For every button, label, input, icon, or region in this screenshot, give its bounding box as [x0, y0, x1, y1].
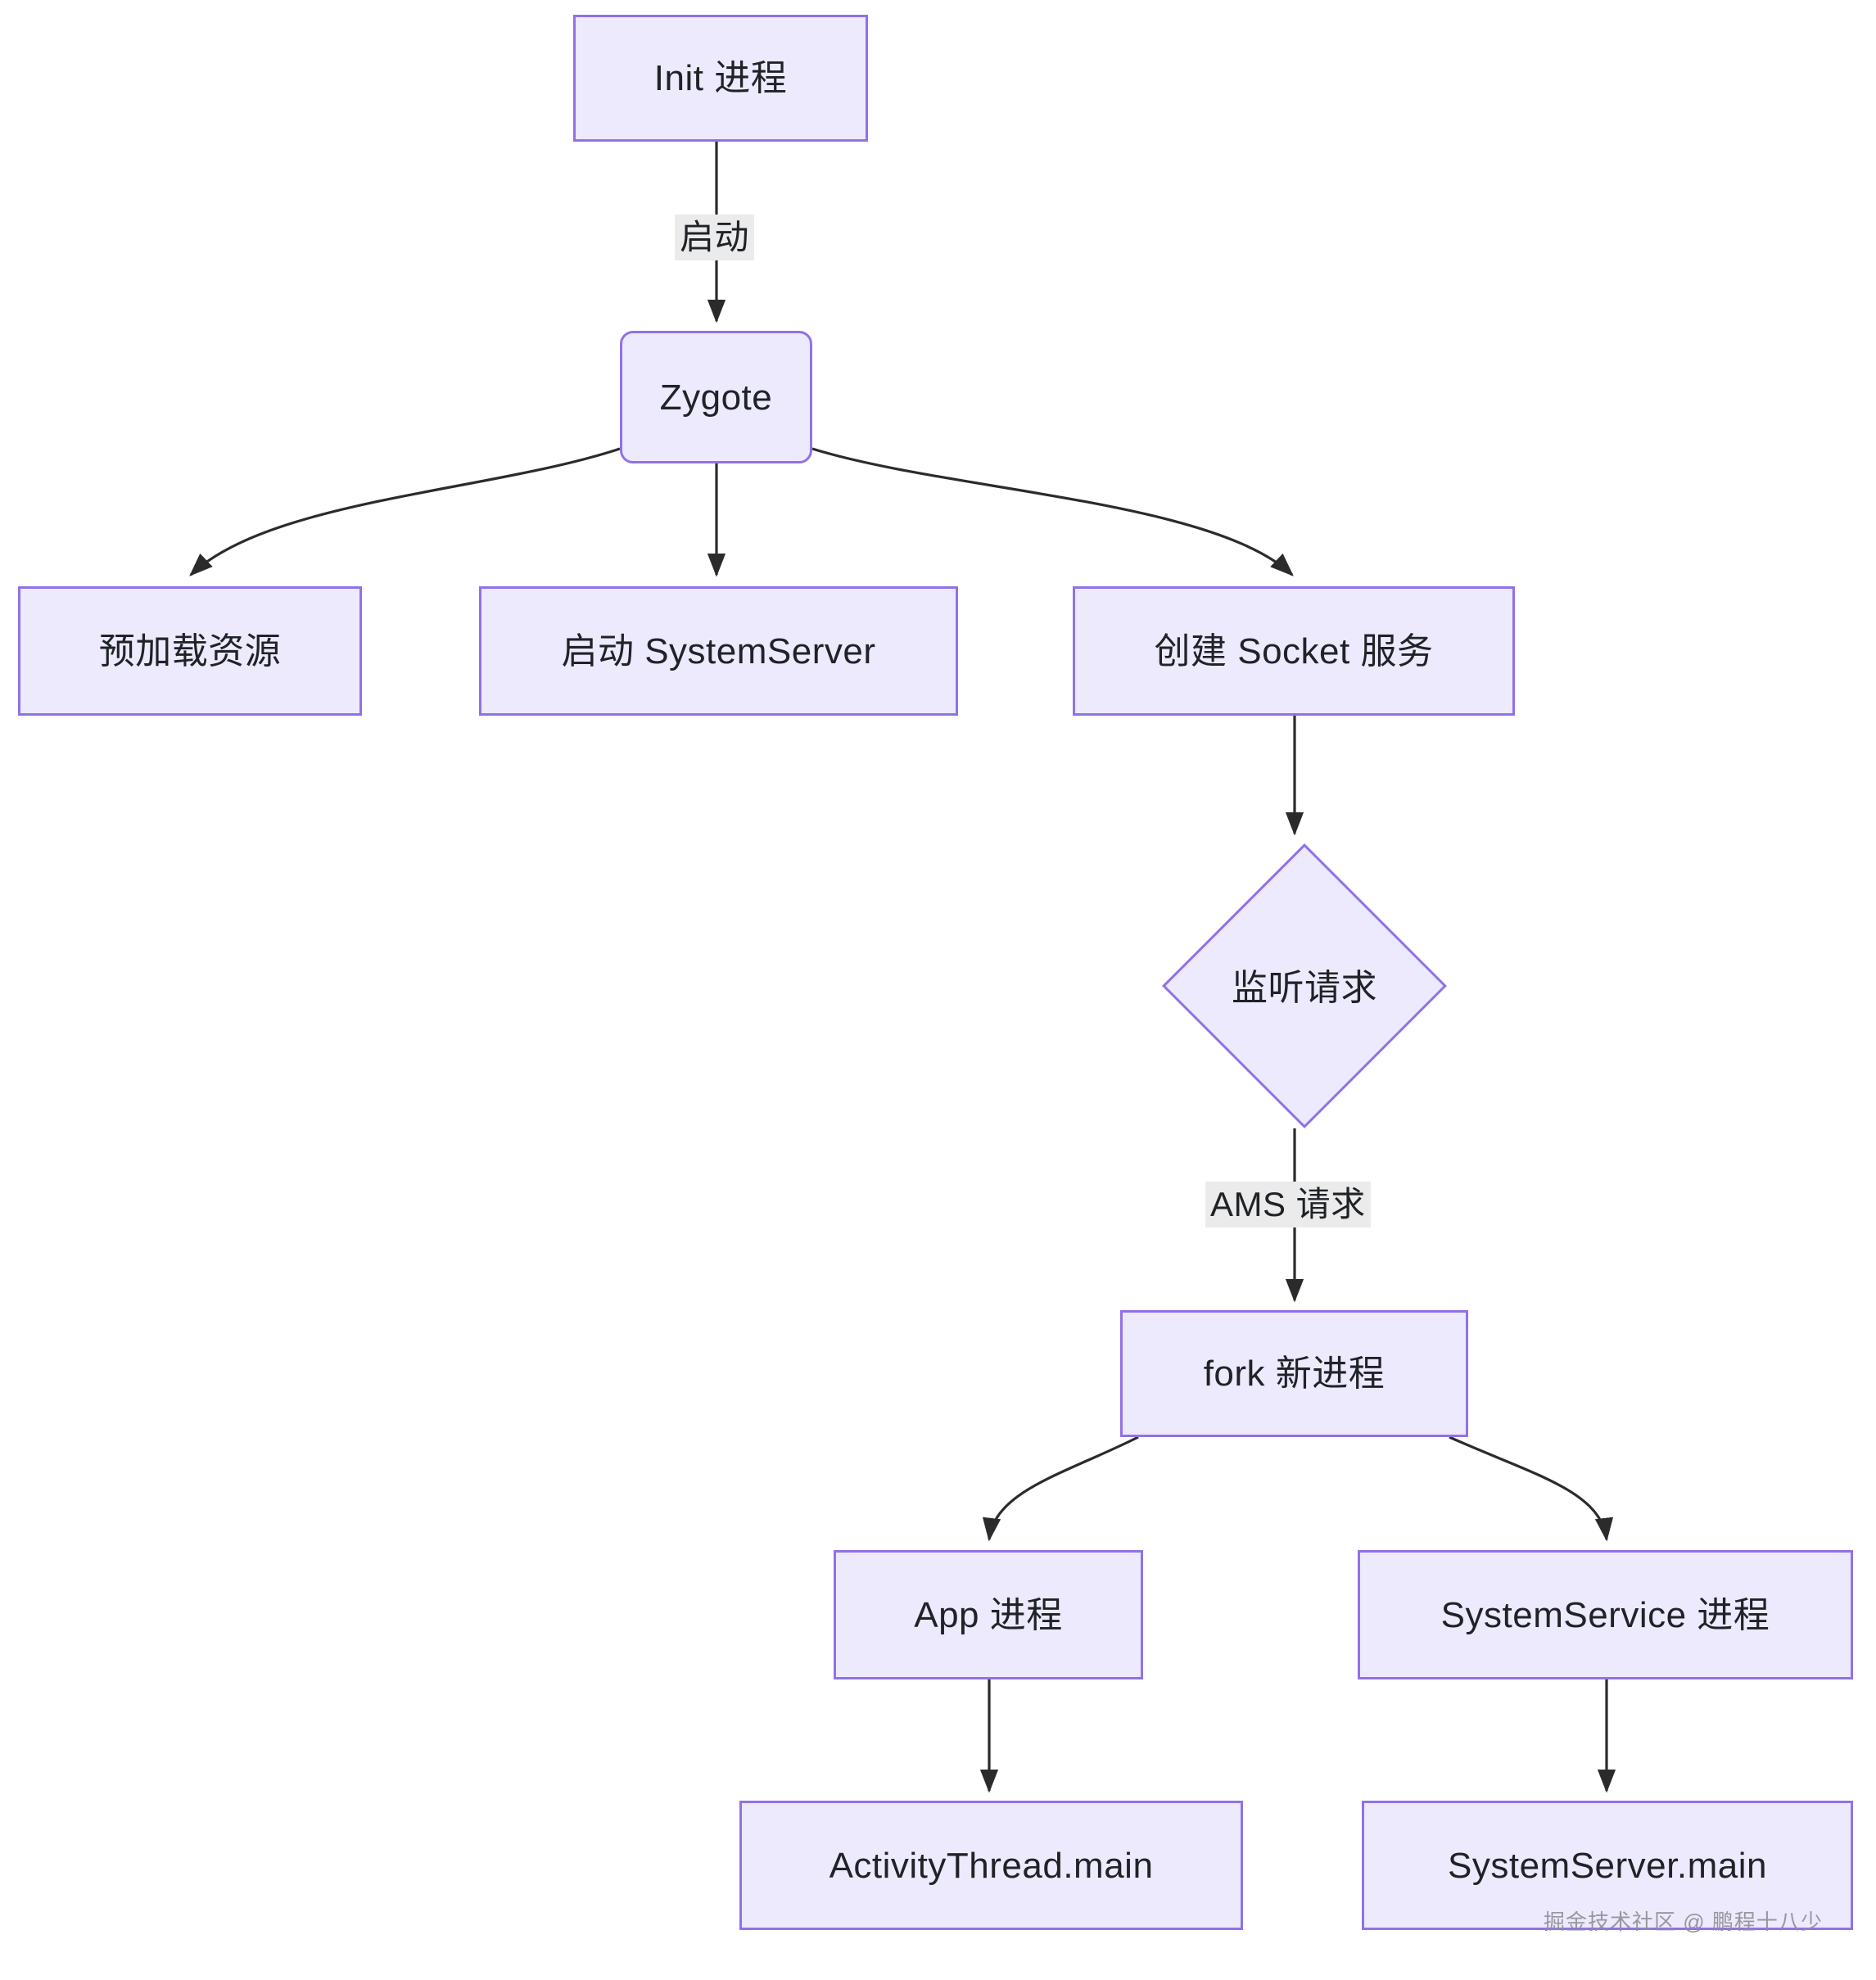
- node-label: SystemService 进程: [1440, 1594, 1770, 1635]
- node-systemserver-main[interactable]: SystemServer.main: [1362, 1801, 1853, 1930]
- watermark: 掘金技术社区 @ 鹏程十八少: [1544, 1905, 1823, 1936]
- node-start-systemserver[interactable]: 启动 SystemServer: [479, 586, 958, 716]
- edge-zygote-socket: [811, 447, 1294, 576]
- node-label: Init 进程: [653, 58, 788, 98]
- node-label: Zygote: [659, 377, 773, 418]
- edge-label-text: AMS 请求: [1210, 1185, 1366, 1223]
- node-listen-request-label: 监听请求: [1162, 953, 1447, 1015]
- node-activitythread-main[interactable]: ActivityThread.main: [739, 1801, 1243, 1930]
- node-label: 预加载资源: [98, 631, 282, 671]
- edge-fork-appprocess: [982, 1435, 1139, 1542]
- edge-zygote-preload: [189, 447, 621, 576]
- edge-label-text: 启动: [680, 218, 750, 256]
- node-label: ActivityThread.main: [829, 1845, 1154, 1886]
- node-app-process[interactable]: App 进程: [834, 1550, 1143, 1679]
- edge-label-ams-request: AMS 请求: [1205, 1182, 1371, 1228]
- node-preload-resources[interactable]: 预加载资源: [18, 586, 362, 716]
- node-label: 启动 SystemServer: [561, 631, 876, 671]
- node-fork-new-process[interactable]: fork 新进程: [1120, 1310, 1468, 1437]
- watermark-text: 掘金技术社区 @ 鹏程十八少: [1544, 1910, 1823, 1934]
- node-label: 创建 Socket 服务: [1154, 631, 1434, 671]
- node-label: SystemServer.main: [1448, 1845, 1767, 1886]
- node-systemservice-process[interactable]: SystemService 进程: [1358, 1550, 1853, 1679]
- node-zygote[interactable]: Zygote: [620, 331, 812, 463]
- node-create-socket-service[interactable]: 创建 Socket 服务: [1073, 586, 1515, 716]
- node-label: 监听请求: [1232, 968, 1377, 1008]
- node-label: fork 新进程: [1203, 1354, 1386, 1394]
- edge-fork-systemservice: [1449, 1435, 1614, 1542]
- node-init-process[interactable]: Init 进程: [573, 15, 868, 142]
- node-label: App 进程: [914, 1594, 1063, 1635]
- edge-label-start: 启动: [675, 215, 755, 261]
